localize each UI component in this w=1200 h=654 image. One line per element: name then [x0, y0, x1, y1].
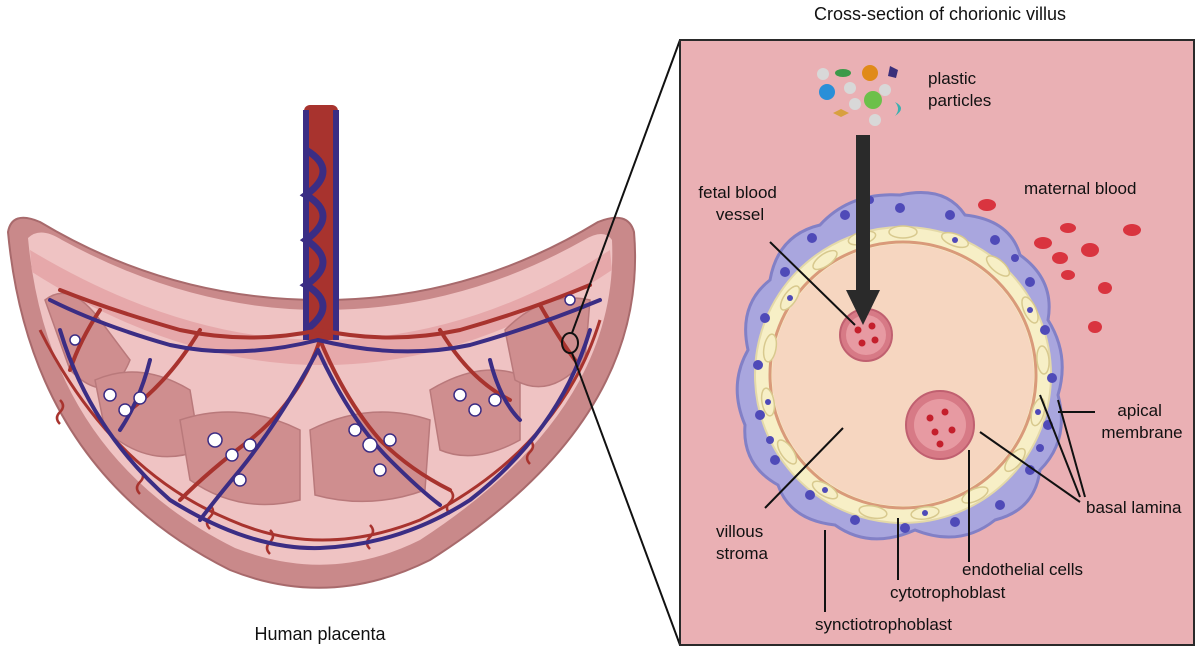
zoom-line-bottom — [571, 352, 681, 646]
label-fetal-blood-vessel-line2: vessel — [716, 205, 764, 224]
leader-lines — [764, 241, 1095, 612]
cytotrophoblast-nuclei — [765, 237, 1041, 516]
label-basal-lamina: basal lamina — [1086, 498, 1182, 517]
zoom-region-marker — [561, 332, 579, 354]
label-fetal-blood-vessel: fetal blood vessel — [698, 183, 781, 224]
label-villous-stroma-line1: villous — [716, 522, 763, 541]
label-syncytiotrophoblast: synctiotrophoblast — [815, 615, 952, 634]
fetal-blood-vessel-lower — [905, 390, 975, 460]
label-apical-membrane-line2: membrane — [1101, 423, 1182, 442]
fetal-veins — [48, 298, 602, 551]
villus-panel-title: Cross-section of chorionic villus — [814, 4, 1066, 24]
basal-lamina — [768, 240, 1038, 510]
syncytiotrophoblast-nuclei — [753, 196, 1057, 533]
label-plastic-particles-line2: particles — [928, 91, 991, 110]
label-maternal-blood: maternal blood — [1024, 179, 1136, 198]
label-apical-membrane-line1: apical — [1117, 401, 1161, 420]
label-cytotrophoblast: cytotrophoblast — [890, 583, 1006, 602]
particle-entry-arrow — [846, 135, 880, 325]
placenta-illustration — [6, 105, 636, 589]
label-plastic-particles: plastic particles — [928, 69, 991, 110]
label-apical-membrane: apical membrane — [1101, 401, 1182, 442]
plastic-particles — [817, 65, 901, 126]
chorionic-plate — [30, 250, 612, 365]
maternal-blood-cells — [978, 199, 1141, 333]
label-villous-stroma: villous stroma — [716, 522, 769, 563]
label-endothelial-cells: endothelial cells — [962, 560, 1083, 579]
label-plastic-particles-line1: plastic — [928, 69, 977, 88]
placenta-caption: Human placenta — [254, 624, 386, 644]
umbilical-cord — [299, 105, 339, 340]
label-villous-stroma-line2: stroma — [716, 544, 769, 563]
placenta-inner-surface — [28, 232, 613, 565]
terminal-villi — [69, 294, 576, 487]
label-fetal-blood-vessel-line1: fetal blood — [698, 183, 776, 202]
zoom-line-top — [571, 39, 681, 334]
